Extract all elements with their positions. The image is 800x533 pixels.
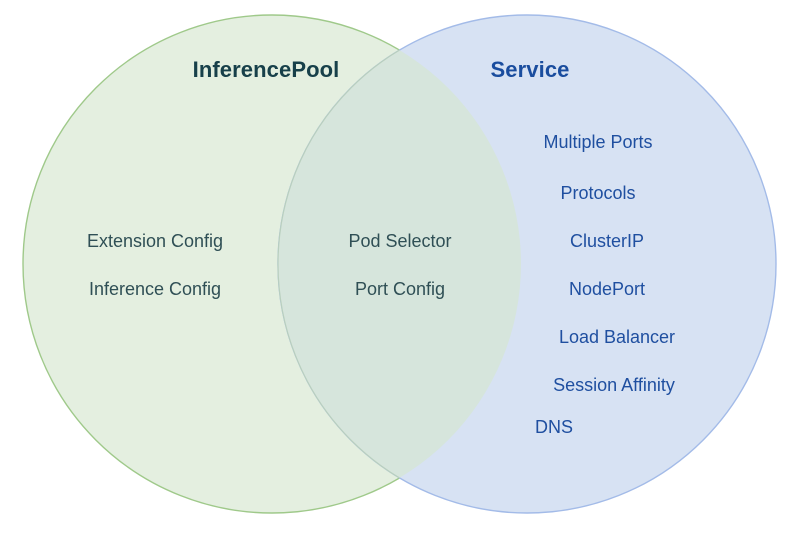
right-set-item: Load Balancer	[558, 327, 676, 347]
right-set-item: NodePort	[568, 279, 646, 299]
left-set-item: Extension Config	[86, 231, 224, 251]
intersection-item: Port Config	[354, 279, 446, 299]
right-set-item: Multiple Ports	[543, 132, 653, 152]
right-set-item: Session Affinity	[553, 375, 675, 395]
intersection-region	[277, 15, 521, 513]
intersection-item: Pod Selector	[348, 231, 452, 251]
right-set-item: Protocols	[560, 183, 636, 203]
right-set-item: ClusterIP	[569, 231, 645, 251]
right-set-title: Service	[490, 57, 570, 82]
right-set-item: DNS	[534, 417, 574, 437]
left-set-title: InferencePool	[192, 57, 340, 82]
left-set-item: Inference Config	[88, 279, 222, 299]
